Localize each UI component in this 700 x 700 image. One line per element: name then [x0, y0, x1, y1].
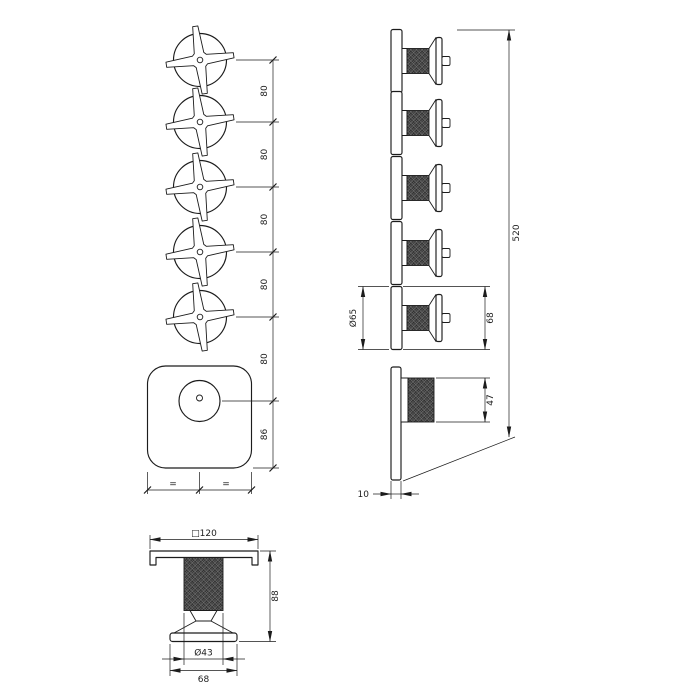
dim-knob-height: 47 [436, 377, 496, 423]
handle-side-2 [390, 90, 451, 156]
detail-handle-flare [173, 620, 234, 634]
dim-rosette-diameter: Ø65 [348, 286, 389, 350]
detail-knurled-stem [183, 557, 224, 611]
front-centering-dim: = = [143, 472, 256, 494]
thermostat-pin-front [196, 394, 203, 402]
dim-handle-span: 68 [169, 644, 238, 685]
equal-mark-right: = [222, 480, 230, 490]
thermostat-knob-side [407, 377, 435, 423]
dim-plate-size-label: □120 [191, 529, 217, 539]
dim-spacing-3: 80 [260, 214, 270, 226]
dim-stem-diameter-label: Ø43 [194, 648, 213, 659]
dim-plate-size: □120 [149, 529, 259, 549]
detail-handle-crossbar [169, 632, 238, 643]
dim-spacing-6: 86 [260, 429, 270, 441]
dim-spacing-4: 80 [260, 279, 270, 291]
handle-front-3 [161, 148, 239, 226]
dim-spacing-5: 80 [260, 353, 270, 365]
handle-front-2 [161, 83, 239, 161]
dim-knob-height-label: 47 [486, 394, 496, 405]
dim-stem-diameter: Ø43 [162, 613, 245, 665]
dim-total-depth-label: 88 [271, 590, 281, 602]
dim-total-height-label: 520 [512, 224, 522, 241]
detail-handle-neck [189, 610, 218, 622]
dim-spacing-2: 80 [260, 149, 270, 161]
dim-spacing-1: 80 [260, 85, 270, 97]
detail-view: □120 88 Ø43 68 [149, 529, 281, 685]
handle-front-4 [161, 213, 239, 291]
detail-plate-profile [149, 550, 259, 566]
handle-side-1 [390, 28, 451, 94]
dim-total-depth: 88 [239, 550, 281, 642]
thermostat-side [390, 366, 435, 481]
equal-mark-left: = [169, 480, 177, 490]
thermostat-plate-side [390, 366, 402, 481]
handle-front-1 [161, 21, 239, 99]
thermostat-collar-side [400, 377, 409, 423]
front-dimension-chain: 80 80 80 80 80 86 [222, 56, 279, 472]
dim-handle-span-label: 68 [198, 675, 210, 685]
dim-plate-height: 68 [403, 286, 496, 350]
dim-plate-thickness: 10 [358, 481, 419, 500]
dim-total-height: 520 [402, 29, 522, 482]
handle-side-4 [390, 220, 451, 286]
front-view: 80 80 80 80 80 86 = = [143, 21, 279, 494]
dim-plate-thickness-label: 10 [358, 490, 370, 500]
handle-side-5 [390, 285, 451, 351]
handle-side-3 [390, 155, 451, 221]
side-view: 520 Ø65 68 47 10 [348, 28, 522, 500]
dim-rosette-diameter-label: Ø65 [348, 309, 359, 328]
handle-front-5 [161, 278, 239, 356]
dim-plate-height-label: 68 [486, 312, 496, 324]
